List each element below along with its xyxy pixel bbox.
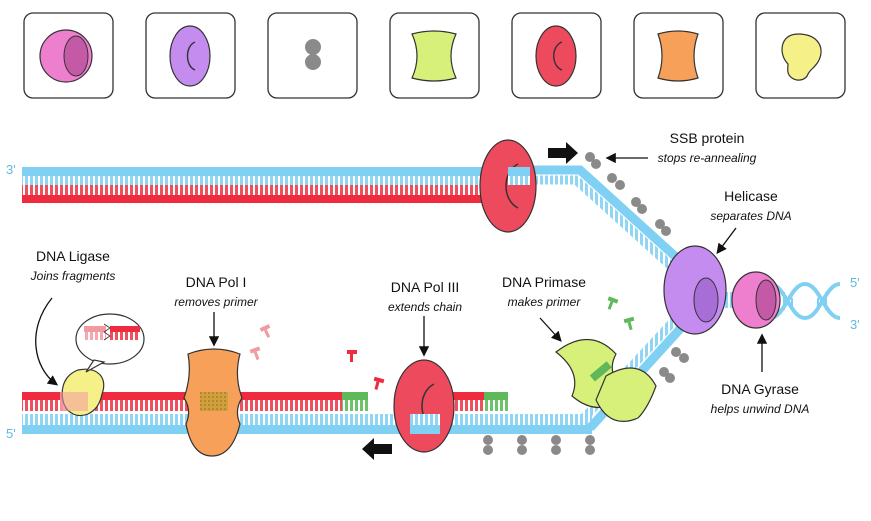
ssb-dumbbell-icon [585,435,595,455]
legend [23,12,846,99]
pol1-label: DNA Pol I removes primer [174,274,258,309]
ssb-dumbbell-icon [655,219,671,236]
ligase-zoom-bubble [75,313,145,373]
ssb-dumbbell-icon [551,435,561,455]
primer-nucleotide-icon [607,296,635,331]
pol3-subtitle: extends chain [388,300,462,314]
ssb-dumbbell-icon [631,197,647,214]
legend-item-gyrase [23,12,114,99]
ligase-enzyme [60,368,105,417]
gyrase-enzyme [731,271,781,329]
primer-segment-1 [342,392,368,400]
strand-end-bottom-left: 5' [6,426,16,441]
right-direction-arrow-icon [548,142,578,164]
orange-spool-icon [657,30,699,82]
ssb-dumbbell-icon [659,367,675,383]
legend-item-helicase [145,12,236,99]
top-template-strand-backbone [22,167,492,176]
gyrase-title: DNA Gyrase [721,381,799,397]
primase-enzyme [555,338,657,422]
pol1-subtitle: removes primer [174,295,258,309]
gyrase-label: DNA Gyrase helps unwind DNA [711,381,810,416]
okazaki-fragment-teeth [22,400,342,411]
helicase-subtitle: separates DNA [710,209,791,223]
red-ring-icon [535,25,577,87]
pol1-title: DNA Pol I [186,274,247,290]
new-fragment [440,392,484,400]
ssb-proteins [483,152,689,455]
ssb-dumbbell-icon [517,435,527,455]
pol-iii-bottom [393,359,455,453]
nucleotide-icon [347,350,385,390]
top-template-teeth [22,176,492,185]
legend-item-ssb [267,12,358,99]
primase-subtitle: makes primer [508,295,582,309]
strand-end-right-top: 5' [850,275,860,290]
pol3-label: DNA Pol III extends chain [388,279,462,314]
legend-item-pol3 [511,12,602,99]
ligase-subtitle: Joins fragments [30,269,116,283]
purple-ring-icon [169,25,211,87]
top-new-strand-backbone [22,195,492,203]
helicase-label: Helicase separates DNA [710,188,791,223]
pol3-title: DNA Pol III [391,279,459,295]
green-spool-icon [411,30,457,82]
primase-title: DNA Primase [502,274,586,290]
legend-item-primase [389,12,480,99]
ssb-title: SSB protein [670,130,745,146]
ssb-label: SSB protein stops re-annealing [658,130,757,165]
legend-item-ligase [755,12,846,99]
okazaki-fragment-backbone [22,392,342,400]
bottom-template-backbone [22,425,592,434]
helicase-enzyme [663,245,727,335]
free-primer-pieces [249,296,635,390]
strand-end-top-left: 3' [6,162,16,177]
pol-i-enzyme [183,348,243,457]
pol-iii-top [479,139,537,233]
pink-cup-icon [39,29,93,83]
grey-dumbbell-icon [305,39,321,70]
top-new-strand-teeth [22,185,492,195]
legend-item-pol1 [633,12,724,99]
ssb-dumbbell-icon [585,152,601,169]
ligase-title: DNA Ligase [36,248,110,264]
left-direction-arrow-icon [362,438,392,460]
helicase-title: Helicase [724,188,778,204]
ssb-dumbbell-icon [607,173,625,190]
ssb-dumbbell-icon [483,435,493,455]
yellow-blob-icon [781,33,822,81]
ssb-subtitle: stops re-annealing [658,151,757,165]
ligase-label: DNA Ligase Joins fragments [30,248,116,283]
removed-primer-piece-icon [249,324,271,361]
bottom-template-teeth [22,414,592,425]
ssb-dumbbell-icon [671,347,689,363]
pointer-arrows [35,152,768,386]
gyrase-subtitle: helps unwind DNA [711,402,810,416]
primase-label: DNA Primase makes primer [502,274,586,309]
top-parental-duplex [22,167,492,203]
strand-end-right-bottom: 3' [850,317,860,332]
primer-segment-2 [484,392,508,400]
